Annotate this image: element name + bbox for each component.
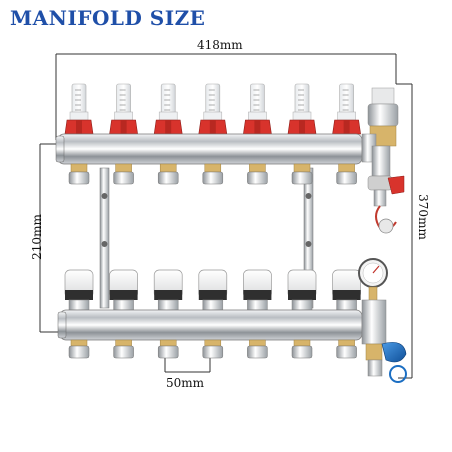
top-outlet [113, 163, 134, 185]
actuator-cap [243, 269, 272, 311]
bottom-outlet [336, 339, 357, 359]
top-outlet-row [68, 163, 357, 185]
bottom-outlet [247, 339, 268, 359]
top-outlet [68, 163, 90, 185]
flowmeter [287, 83, 317, 135]
top-outlet [202, 163, 224, 185]
flowmeter [153, 83, 183, 135]
flowmeter [64, 83, 94, 135]
bottom-outlet [202, 339, 224, 359]
actuator-cap [287, 269, 317, 311]
actuator-cap [332, 269, 361, 311]
top-outlet [247, 163, 268, 185]
air-vent-valve [361, 87, 399, 163]
outlet-spacing-dimension-label: 50mm [166, 376, 205, 390]
bottom-outlet [157, 339, 179, 359]
actuator-cap [64, 269, 94, 311]
total-height-dimension-label: 370mm [415, 194, 430, 240]
flowmeter [109, 83, 138, 135]
actuator-cap [198, 269, 228, 311]
top-outlet [291, 163, 313, 185]
drain-valve-blue [361, 299, 407, 383]
total-height-dimension [396, 83, 413, 379]
flowmeter [198, 83, 228, 135]
bottom-manifold-bar [57, 309, 363, 341]
drain-valve-red [367, 145, 405, 234]
bottom-outlet [291, 339, 313, 359]
top-outlet [336, 163, 357, 185]
top-outlet [157, 163, 179, 185]
width-dimension [55, 53, 397, 140]
flowmeter [332, 83, 361, 135]
actuator-cap [109, 269, 138, 311]
actuator-cap [153, 269, 183, 311]
flowmeter [243, 83, 272, 135]
width-dimension-label: 418mm [197, 38, 243, 52]
flowmeter-row [64, 83, 361, 135]
bar-spacing-dimension-label: 210mm [29, 214, 44, 260]
pressure-gauge [358, 258, 388, 302]
bottom-outlet [113, 339, 134, 359]
page-title: MANIFOLD SIZE [10, 6, 206, 30]
bottom-outlet [68, 339, 90, 359]
bottom-outlet-row [68, 339, 357, 359]
top-manifold-bar [55, 133, 363, 165]
actuator-cap-row [64, 269, 361, 311]
